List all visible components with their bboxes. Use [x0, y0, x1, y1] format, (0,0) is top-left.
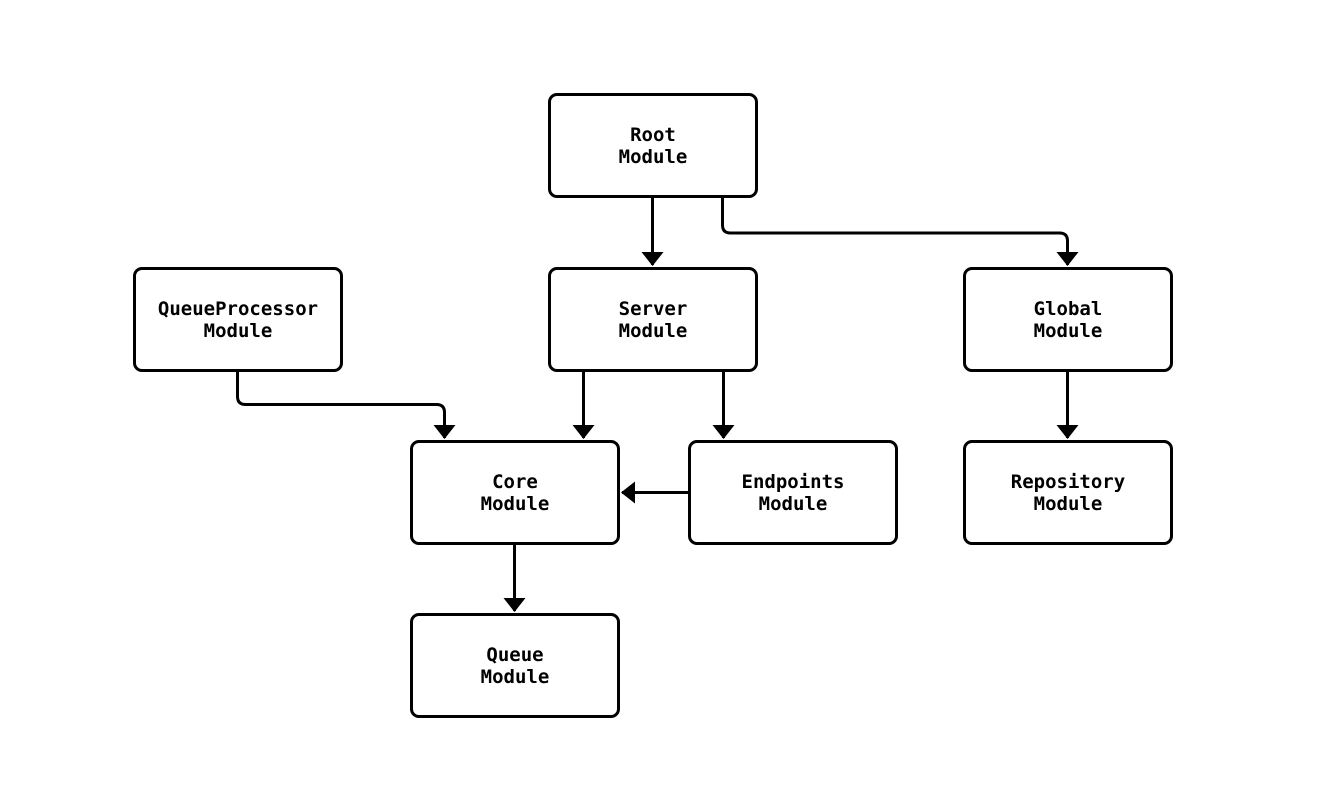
edge-queueprocessor-to-core — [236, 372, 456, 439]
node-label-line1: QueueProcessor — [157, 297, 319, 320]
node-label-line2: Module — [1033, 319, 1103, 342]
node-root-module: Root Module — [548, 93, 758, 198]
node-label-line1: Endpoints — [741, 470, 845, 493]
edge-root-to-global — [721, 198, 1079, 266]
node-label-line1: Queue — [486, 643, 544, 666]
node-label-line1: Global — [1033, 297, 1103, 320]
node-label-line1: Root — [630, 123, 676, 146]
node-label-line2: Module — [480, 492, 550, 515]
node-label-line2: Module — [1033, 492, 1103, 515]
node-endpoints-module: Endpoints Module — [688, 440, 898, 545]
node-label-line1: Server — [618, 297, 688, 320]
node-label-line2: Module — [203, 319, 273, 342]
node-label-line1: Core — [492, 470, 538, 493]
node-repository-module: Repository Module — [963, 440, 1173, 545]
node-core-module: Core Module — [410, 440, 620, 545]
node-label-line2: Module — [480, 665, 550, 688]
node-global-module: Global Module — [963, 267, 1173, 372]
node-label-line2: Module — [758, 492, 828, 515]
node-label-line1: Repository — [1010, 470, 1126, 493]
node-queueprocessor-module: QueueProcessor Module — [133, 267, 343, 372]
node-label-line2: Module — [618, 319, 688, 342]
node-label-line2: Module — [618, 145, 688, 168]
node-queue-module: Queue Module — [410, 613, 620, 718]
node-server-module: Server Module — [548, 267, 758, 372]
